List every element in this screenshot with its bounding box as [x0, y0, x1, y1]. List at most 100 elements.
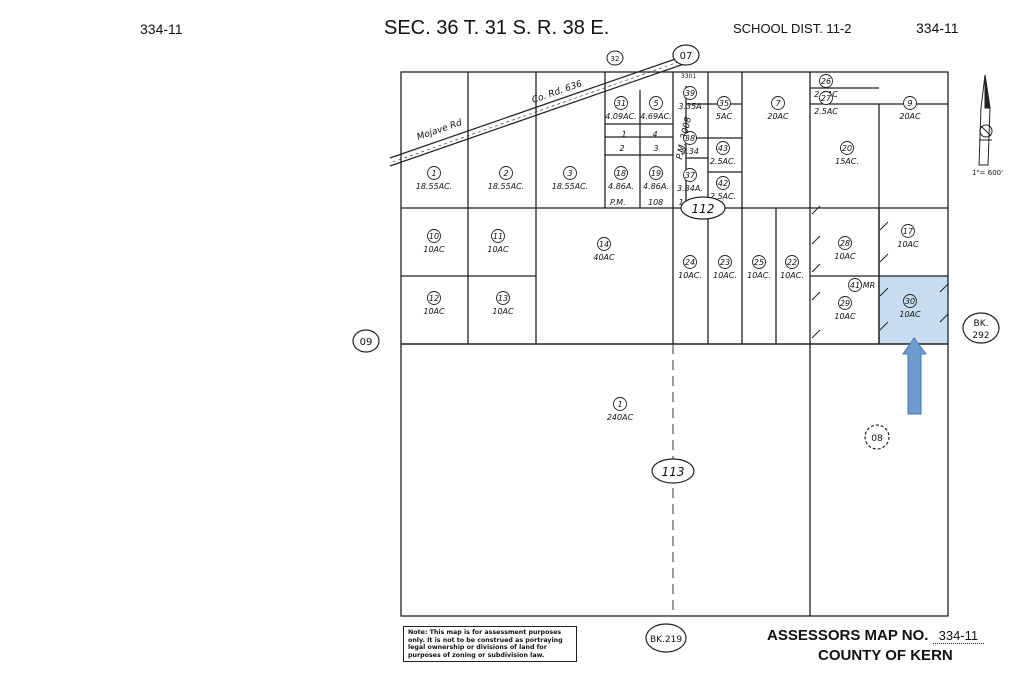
parcel-number: 1 [431, 169, 436, 178]
parcel-number-circle [427, 291, 441, 305]
svg-text:07: 07 [680, 51, 693, 62]
parcel-number-circle [785, 255, 799, 269]
parcel-area: 20AC [899, 112, 921, 121]
map-number-right: 334-11 [916, 20, 959, 36]
parcel-number-circle [427, 229, 441, 243]
parcel-number: 37 [685, 171, 696, 180]
parcel-number-circle [717, 96, 731, 110]
parcel-area: 18.55AC. [416, 182, 453, 191]
parcel-number-circle [683, 255, 697, 269]
parcel-number: 9 [907, 99, 912, 108]
parcel-number-circle [649, 166, 663, 180]
parcel-23[interactable]: 23 10AC. [713, 255, 737, 281]
parcel-number: 3 [567, 169, 572, 178]
parcel-number: 13 [498, 294, 508, 303]
parcel-number-circle [597, 237, 611, 251]
map-ref-left[interactable]: 09 [352, 329, 380, 353]
parcel-number: 41 [850, 281, 860, 290]
block-112: 112 [680, 196, 726, 220]
lot-number: 1 [678, 198, 683, 207]
parcel-22[interactable]: 22 10AC. [780, 255, 804, 281]
parcel-5[interactable]: 54.69AC. [640, 96, 672, 122]
map-ref-dashed-08[interactable]: 08 [864, 424, 890, 450]
parcel-1[interactable]: 1 18.55AC. [416, 166, 453, 192]
parcel-27[interactable]: 27 2.5AC [814, 91, 838, 117]
svg-text:09: 09 [360, 337, 373, 348]
parcel-9[interactable]: 9 20AC [899, 96, 921, 122]
assessment-note: Note: This map is for assessment purpose… [403, 626, 577, 662]
parcel-area: 10AC. [713, 271, 737, 280]
parcel-number: 17 [903, 227, 914, 236]
svg-text:112: 112 [692, 202, 715, 216]
parcel-area: 2.5AC. [710, 192, 736, 201]
parcel-labels: 1 18.55AC. 218.55AC. 318.55AC. 314.09AC.54.6… [416, 74, 921, 423]
parcel-number: 23 [720, 258, 730, 267]
map-ref-bottom-bk219[interactable]: BK.219 [645, 623, 687, 653]
parcel-area: 10AC [487, 245, 509, 254]
parcel-2[interactable]: 218.55AC. [488, 166, 525, 192]
parcel-31[interactable]: 314.09AC. [605, 96, 637, 122]
parcel-number-circle [903, 96, 917, 110]
parcel-number: 14 [599, 240, 609, 249]
highlighted-parcel-30[interactable] [879, 276, 948, 344]
section-title: SEC. 36 T. 31 S. R. 38 E. [384, 17, 609, 39]
parcel-number-circle [716, 176, 730, 190]
parcel-number-circle [683, 168, 697, 182]
parcel-18[interactable]: 184.86A. [608, 166, 634, 192]
parcel-39[interactable]: 393.35A [678, 86, 702, 112]
parcel-42[interactable]: 422.5AC. [710, 176, 736, 202]
parcel-area: 10AC [834, 252, 856, 261]
svg-text:BK.: BK. [974, 319, 989, 329]
parcel-area: 2.5AC [814, 107, 838, 116]
parcel-area: 4.69AC. [640, 112, 671, 121]
parcel-area: 10AC. [747, 271, 771, 280]
parcel-number-circle [901, 224, 915, 238]
boundary-hatching [811, 205, 949, 339]
map-ref-right-bk292[interactable]: BK. 292 [962, 312, 1000, 344]
parcel-43[interactable]: 432.5AC. [710, 141, 736, 167]
parcel-38[interactable]: 383.34 [681, 131, 699, 157]
parcel-3[interactable]: 318.55AC. [552, 166, 589, 192]
svg-text:113: 113 [662, 465, 685, 479]
parcel-number-circle [840, 141, 854, 155]
parcel-area: 10AC. [780, 271, 804, 280]
parcel-number-circle [649, 96, 663, 110]
parcel-number-circle [771, 96, 785, 110]
parcel-37[interactable]: 373.34A. [677, 168, 703, 194]
parcel-number: 20 [842, 144, 852, 153]
mojave-road-label: Mojave Rd [416, 118, 464, 143]
parcel-area: 2.5AC. [710, 157, 736, 166]
lot-number: 1 [621, 130, 626, 139]
parcel-area: 10AC [423, 245, 445, 254]
county-name: COUNTY OF KERN [818, 647, 953, 664]
parcel-area: 10AC [423, 307, 445, 316]
parcel-number: 39 [685, 89, 695, 98]
assessors-map-number: 334-11 [932, 628, 985, 644]
parcel-number: 22 [787, 258, 797, 267]
parcel-number: 2 [503, 169, 508, 178]
parcel-number: 27 [821, 94, 832, 103]
svg-text:32: 32 [611, 55, 620, 63]
parcel-19[interactable]: 194.86A. [643, 166, 669, 192]
map-ref-top[interactable]: 07 [672, 44, 700, 66]
svg-text:292: 292 [972, 331, 989, 341]
scale-label: 1"= 600' [972, 169, 1003, 177]
